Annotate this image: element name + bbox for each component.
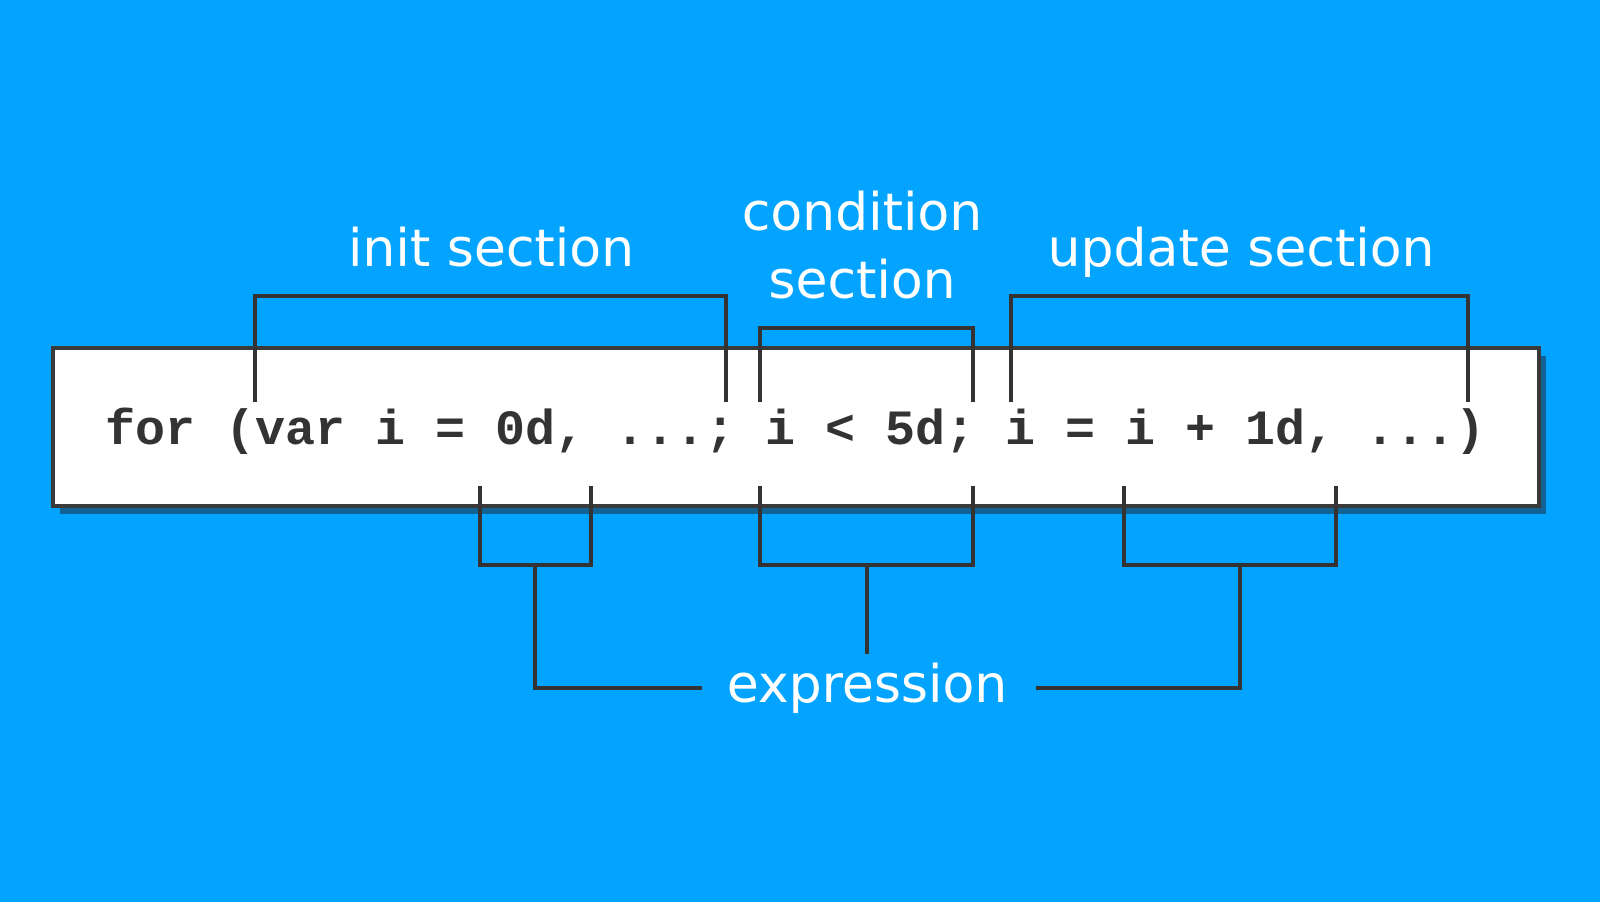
update-expression-bracket	[1122, 486, 1338, 567]
condition-section-label-line2: section	[768, 251, 955, 311]
code-box	[51, 346, 1541, 508]
code-line: for (var i = 0d, ...; i < 5d; i = i + 1d…	[105, 403, 1485, 459]
condition-section-label-line1: condition	[742, 183, 982, 243]
init-section-bracket	[253, 294, 728, 402]
update-section-label: update section	[1047, 219, 1434, 279]
update-section-bracket	[1009, 294, 1470, 402]
expression-label: expression	[727, 655, 1008, 715]
condition-section-bracket	[758, 326, 975, 402]
init-section-label: init section	[348, 219, 634, 279]
expression-connector-left	[533, 563, 702, 690]
expression-connector-right	[1036, 563, 1242, 690]
